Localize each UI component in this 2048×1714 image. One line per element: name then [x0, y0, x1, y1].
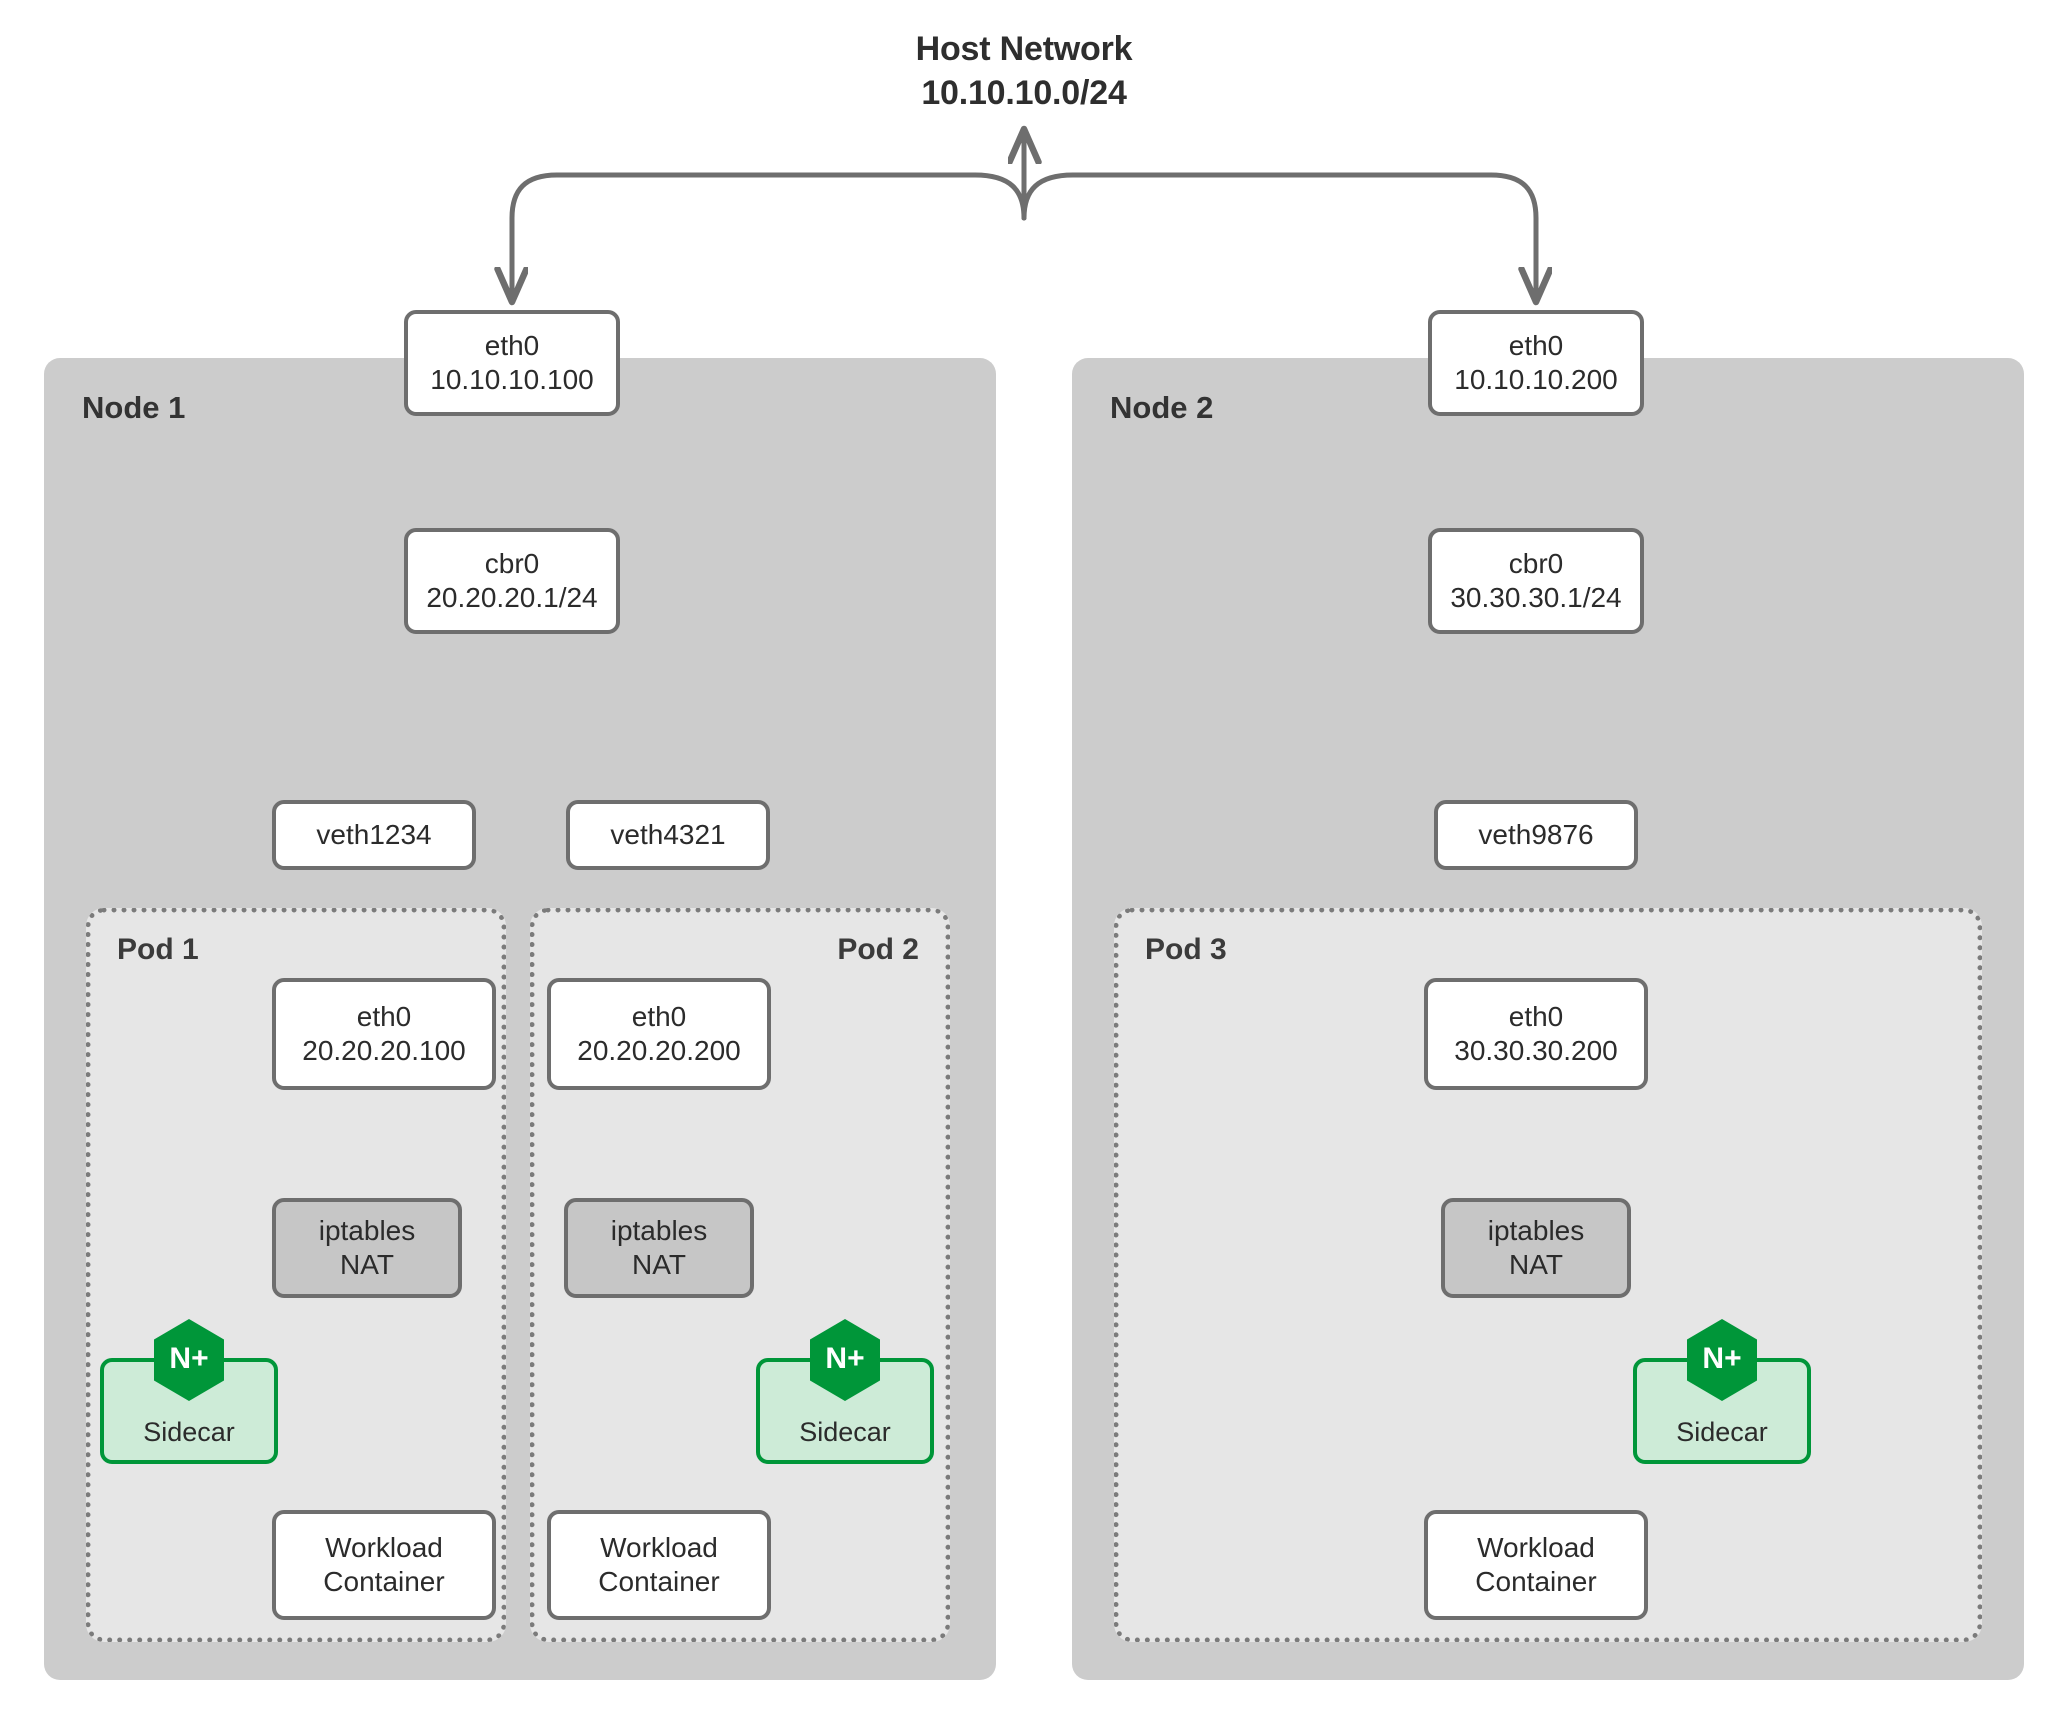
- nginx-plus-logo-text: N+: [825, 1342, 864, 1375]
- pod-3-sidecar-label: Sidecar: [1676, 1417, 1768, 1447]
- node-2-veth9876-label: veth9876: [1478, 819, 1594, 851]
- node-1-host-eth0-name: eth0: [484, 330, 540, 362]
- node-1-label: Node 1: [82, 390, 186, 425]
- node-1-veth4321-label: veth4321: [610, 819, 726, 851]
- pod-3-workload-line1: Workload: [1477, 1532, 1595, 1564]
- pod-3-eth0-ip: 30.30.30.200: [1454, 1035, 1618, 1066]
- pod-3-sidecar-box: N+ Sidecar: [1633, 1319, 1811, 1464]
- pod-2-eth0-ip: 20.20.20.200: [577, 1035, 741, 1066]
- pod-1-iptables-label: iptables: [318, 1215, 416, 1247]
- pod-1-iptables-nat-box: iptables NAT: [272, 1198, 462, 1298]
- pod-2-nat-label: NAT: [632, 1249, 686, 1280]
- node-1-cbr0-box: cbr0 20.20.20.1/24: [404, 528, 620, 634]
- pod-1-sidecar-label: Sidecar: [143, 1417, 235, 1447]
- node-1-cbr0-cidr: 20.20.20.1/24: [426, 582, 598, 613]
- pod-1-eth0-box: eth0 20.20.20.100: [272, 978, 496, 1090]
- pod-2-workload-container-box: Workload Container: [547, 1510, 771, 1620]
- pod-3-workload-line2: Container: [1475, 1566, 1597, 1597]
- nginx-plus-logo-text: N+: [1702, 1342, 1741, 1375]
- node-2-host-eth0-box: eth0 10.10.10.200: [1428, 310, 1644, 416]
- pod-1-workload-container-box: Workload Container: [272, 1510, 496, 1620]
- pod-2-label: Pod 2: [837, 933, 919, 966]
- node-2-veth9876-box: veth9876: [1434, 800, 1638, 870]
- node-1-host-eth0-ip: 10.10.10.100: [430, 364, 594, 395]
- pod-3-nat-label: NAT: [1509, 1249, 1563, 1280]
- pod-2-workload-line2: Container: [598, 1566, 720, 1597]
- pod-2-workload-line1: Workload: [600, 1532, 718, 1564]
- pod-2-iptables-label: iptables: [610, 1215, 708, 1247]
- pod-1-label: Pod 1: [117, 933, 199, 966]
- pod-3-iptables-label: iptables: [1487, 1215, 1585, 1247]
- pod-3-label: Pod 3: [1145, 933, 1227, 966]
- pod-2-sidecar-label: Sidecar: [799, 1417, 891, 1447]
- title-line-network: Host Network: [915, 30, 1133, 68]
- pod-1-nat-label: NAT: [340, 1249, 394, 1280]
- pod-3-eth0-box: eth0 30.30.30.200: [1424, 978, 1648, 1090]
- nginx-plus-hexagon-icon: N+: [152, 1318, 226, 1402]
- pod-3-eth0-name: eth0: [1508, 1001, 1564, 1033]
- node-2-cbr0-name: cbr0: [1508, 548, 1564, 580]
- node-2-cbr0-cidr: 30.30.30.1/24: [1450, 582, 1622, 613]
- diagram-title: Host Network 10.10.10.0/24: [0, 28, 2048, 115]
- nginx-plus-logo-text: N+: [169, 1342, 208, 1375]
- pod-2-sidecar-box: N+ Sidecar: [756, 1319, 934, 1464]
- node-2-host-eth0-ip: 10.10.10.200: [1454, 364, 1618, 395]
- node-2-cbr0-box: cbr0 30.30.30.1/24: [1428, 528, 1644, 634]
- node-2-host-eth0-name: eth0: [1508, 330, 1564, 362]
- pod-3-workload-container-box: Workload Container: [1424, 1510, 1648, 1620]
- node-1-cbr0-name: cbr0: [484, 548, 540, 580]
- nginx-plus-hexagon-icon: N+: [1685, 1318, 1759, 1402]
- node-2-label: Node 2: [1110, 390, 1214, 425]
- node-1-veth1234-label: veth1234: [316, 819, 432, 851]
- title-line-cidr: 10.10.10.0/24: [921, 73, 1127, 112]
- node-1-veth4321-box: veth4321: [566, 800, 770, 870]
- pod-1-workload-line2: Container: [323, 1566, 445, 1597]
- pod-2-iptables-nat-box: iptables NAT: [564, 1198, 754, 1298]
- node-1-veth1234-box: veth1234: [272, 800, 476, 870]
- pod-2-eth0-box: eth0 20.20.20.200: [547, 978, 771, 1090]
- node-1-host-eth0-box: eth0 10.10.10.100: [404, 310, 620, 416]
- pod-2-eth0-name: eth0: [631, 1001, 687, 1033]
- nginx-plus-hexagon-icon: N+: [808, 1318, 882, 1402]
- pod-3-iptables-nat-box: iptables NAT: [1441, 1198, 1631, 1298]
- pod-1-sidecar-box: N+ Sidecar: [100, 1319, 278, 1464]
- pod-1-eth0-name: eth0: [356, 1001, 412, 1033]
- pod-1-workload-line1: Workload: [325, 1532, 443, 1564]
- pod-1-eth0-ip: 20.20.20.100: [302, 1035, 466, 1066]
